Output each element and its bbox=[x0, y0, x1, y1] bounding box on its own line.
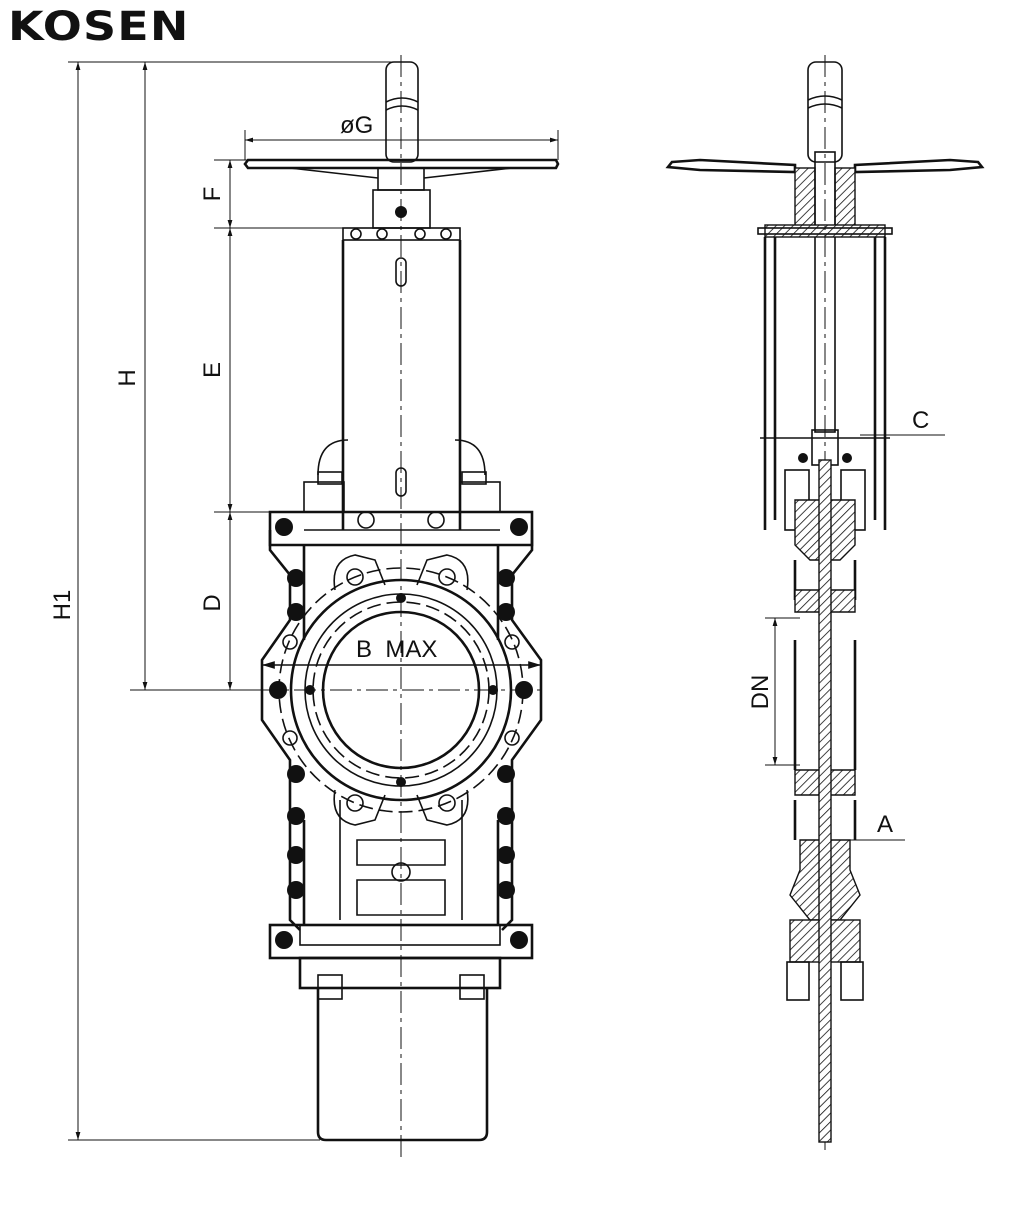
label-d: D bbox=[199, 594, 226, 611]
label-h1: H1 bbox=[49, 590, 76, 621]
label-g: øG bbox=[340, 112, 373, 139]
front-view bbox=[243, 55, 560, 1160]
label-a: A bbox=[877, 811, 893, 838]
label-dn: DN bbox=[747, 675, 774, 710]
dimensions-side bbox=[765, 434, 945, 841]
label-c: C bbox=[912, 407, 929, 434]
label-b-max: B MAX bbox=[356, 636, 437, 663]
label-h: H bbox=[114, 369, 141, 386]
kosen-logo: KOSEN bbox=[8, 4, 190, 50]
label-f: F bbox=[199, 187, 226, 202]
side-view bbox=[665, 55, 985, 1150]
dimensions-front bbox=[68, 61, 559, 1141]
label-e: E bbox=[199, 362, 226, 378]
